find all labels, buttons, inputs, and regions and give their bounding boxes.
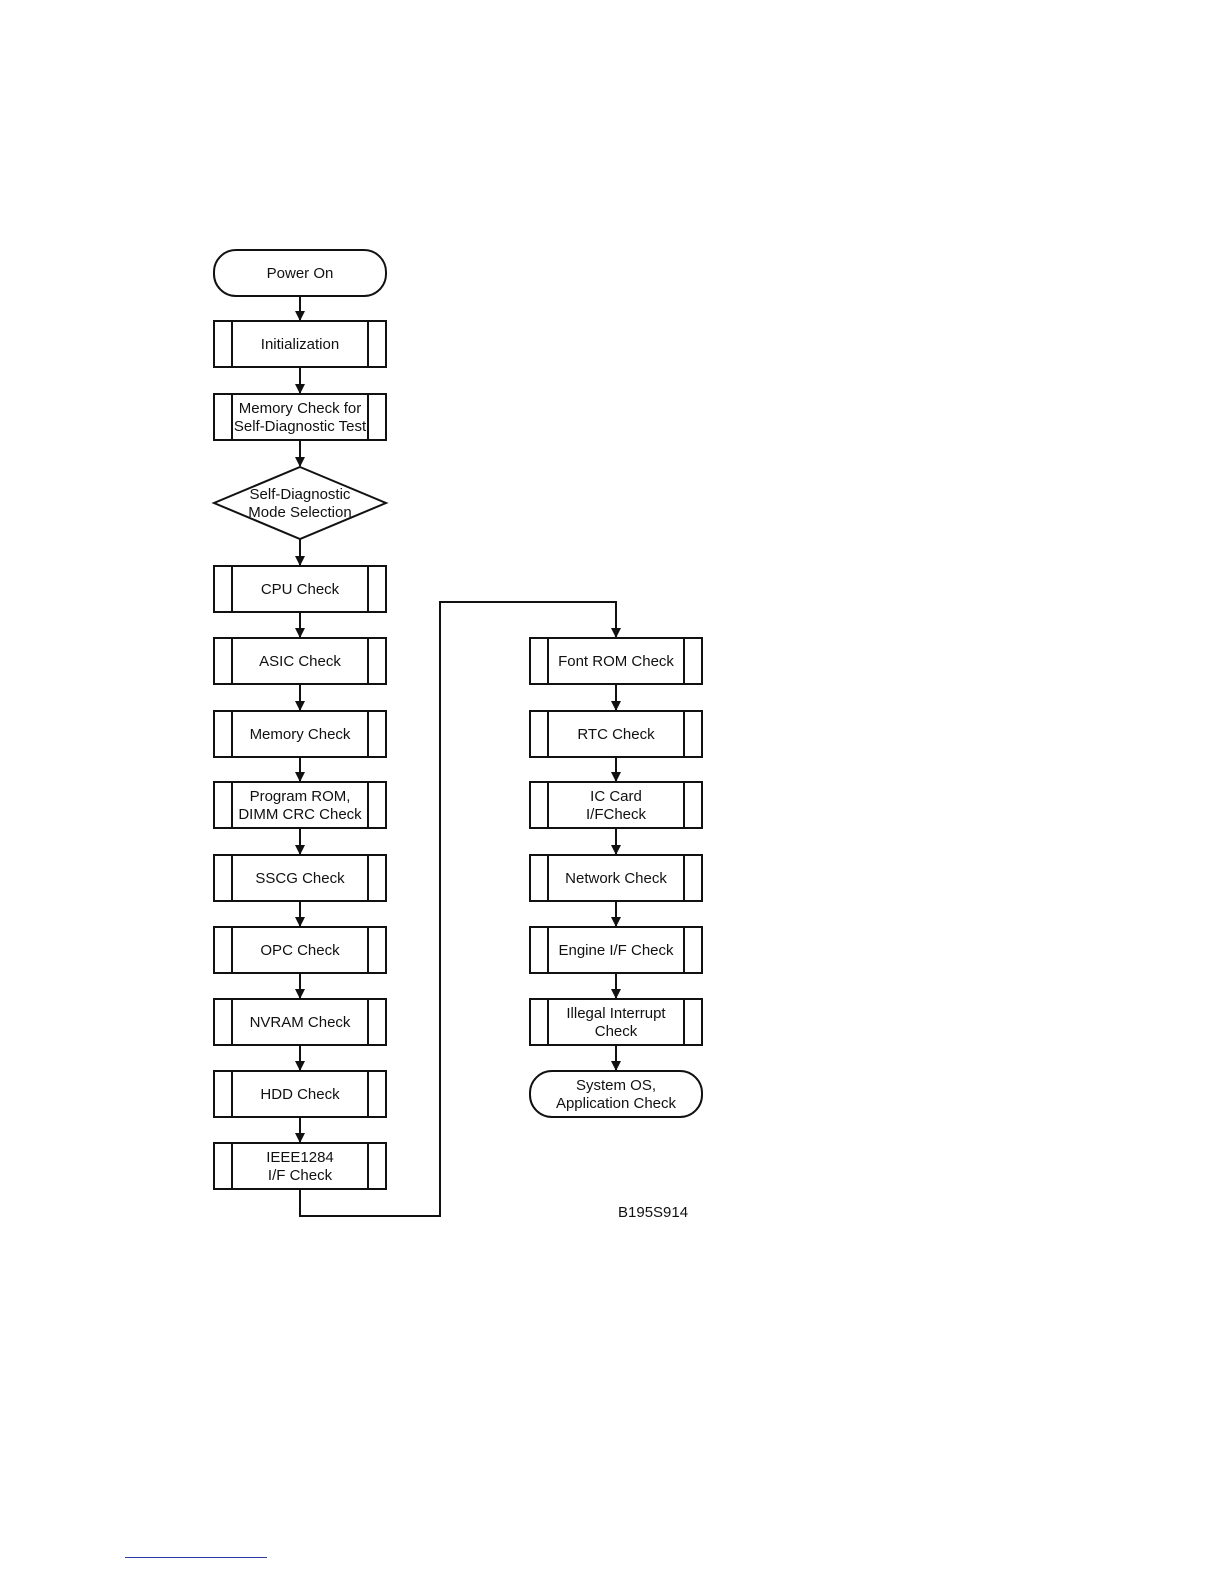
node-label: SSCG Check (255, 870, 345, 887)
node-label: I/FCheck (586, 806, 647, 823)
node-nvram: NVRAM Check (213, 998, 387, 1046)
node-initialization: Initialization (213, 320, 387, 368)
process-shape (213, 320, 387, 368)
node-label: Application Check (556, 1095, 677, 1112)
decision-shape (211, 465, 389, 541)
figure-id: B195S914 (618, 1204, 689, 1221)
process-shape (213, 1070, 387, 1118)
process-shape (213, 393, 387, 441)
footer-rule (125, 1557, 267, 1558)
node-label: Mode Selection (248, 504, 351, 521)
node-label: Font ROM Check (558, 653, 674, 670)
process-shape (529, 854, 703, 902)
process-shape (529, 998, 703, 1046)
process-shape (529, 710, 703, 758)
process-shape (213, 926, 387, 974)
node-label: Memory Check (250, 726, 351, 743)
node-system-os: System OS,Application Check (529, 1070, 703, 1118)
node-label: System OS, (576, 1077, 656, 1094)
node-cpu: CPU Check (213, 565, 387, 613)
node-label: RTC Check (577, 726, 655, 743)
terminator-shape (213, 249, 387, 297)
process-shape (213, 781, 387, 829)
node-label: OPC Check (260, 942, 340, 959)
node-label: DIMM CRC Check (238, 806, 362, 823)
node-network: Network Check (529, 854, 703, 902)
node-label: Program ROM, (250, 788, 351, 805)
connector-ieee1284-to-font-rom (299, 601, 621, 1217)
node-power-on: Power On (213, 249, 387, 297)
node-rtc: RTC Check (529, 710, 703, 758)
node-label: Network Check (565, 870, 667, 887)
node-engine-if: Engine I/F Check (529, 926, 703, 974)
node-label: I/F Check (268, 1167, 333, 1184)
node-label: Memory Check for (239, 400, 362, 417)
node-font-rom: Font ROM Check (529, 637, 703, 685)
node-label: Illegal Interrupt (566, 1005, 666, 1022)
process-shape (213, 854, 387, 902)
process-shape (213, 998, 387, 1046)
node-label: Self-Diagnostic Test (234, 418, 367, 435)
process-shape (213, 565, 387, 613)
node-opc: OPC Check (213, 926, 387, 974)
node-label: NVRAM Check (250, 1014, 351, 1031)
process-shape (529, 781, 703, 829)
node-label: Power On (267, 265, 334, 282)
connectors (295, 296, 621, 1217)
node-label: IC Card (590, 788, 642, 805)
terminator-shape (529, 1070, 703, 1118)
process-shape (529, 637, 703, 685)
node-label: Initialization (261, 336, 339, 353)
process-shape (529, 926, 703, 974)
node-label: Check (595, 1023, 638, 1040)
node-label: CPU Check (261, 581, 340, 598)
node-memory: Memory Check (213, 710, 387, 758)
process-shape (213, 1142, 387, 1190)
node-label: HDD Check (260, 1086, 340, 1103)
node-asic: ASIC Check (213, 637, 387, 685)
node-program-rom: Program ROM,DIMM CRC Check (213, 781, 387, 829)
node-hdd: HDD Check (213, 1070, 387, 1118)
process-shape (213, 710, 387, 758)
node-label: IEEE1284 (266, 1149, 334, 1166)
node-label: ASIC Check (259, 653, 341, 670)
process-shape (213, 637, 387, 685)
node-label: Self-Diagnostic (250, 486, 351, 503)
node-label: Engine I/F Check (558, 942, 674, 959)
node-sscg: SSCG Check (213, 854, 387, 902)
